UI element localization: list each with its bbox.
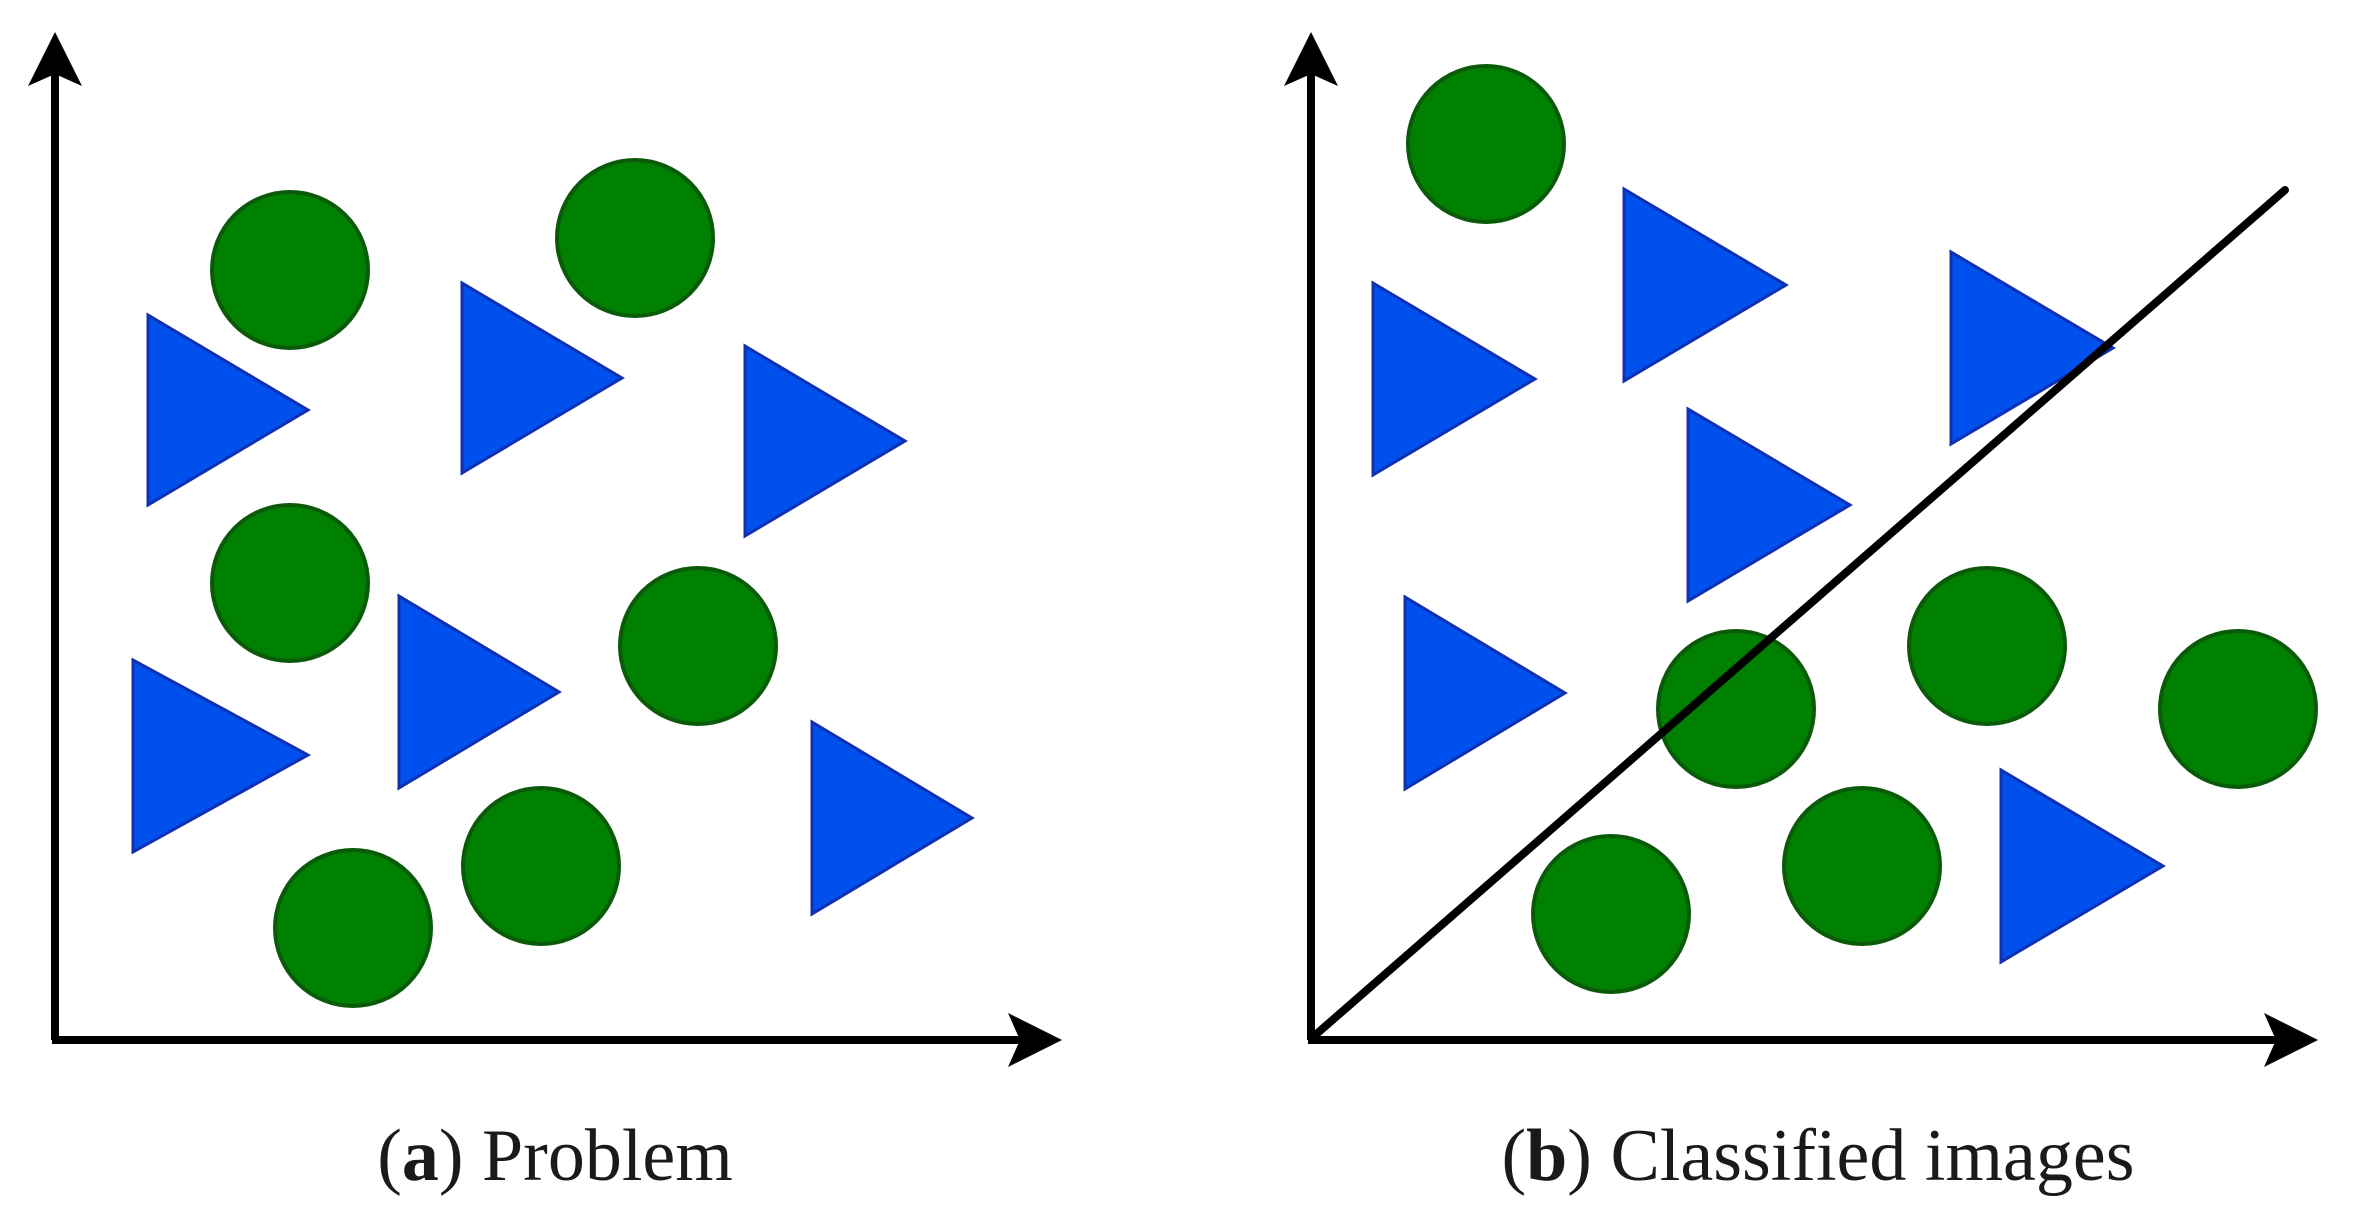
panel-a-triangle [397,593,562,791]
panel-b-circle [1656,629,1816,789]
panel-b-circle [1782,786,1942,946]
panel-b-x-axis-arrow [2264,1013,2318,1067]
panel-b-triangle [1622,186,1789,384]
panel-b-caption-letter: b [1526,1115,1567,1197]
panel-a: (a) Problem [28,32,1062,1197]
panel-b-triangle [1403,594,1568,792]
panel-a-triangles [131,280,975,917]
panel-a-circle [618,566,778,726]
panel-b-triangle [1949,249,2116,447]
panel-b-axes [1284,32,2318,1067]
panel-a-triangle [810,719,975,917]
panel-b-y-axis-arrow [1284,32,1338,86]
panel-a-y-axis-arrow [28,32,82,86]
panel-b-circles [1406,64,2318,994]
panel-a-triangle [743,343,908,539]
panel-b-caption-text: Classified images [1610,1115,2134,1197]
panel-a-circle [273,848,433,1008]
panel-a-caption: (a) Problem [377,1115,733,1197]
panel-a-circle [555,158,715,318]
panel-a-triangle [460,280,625,476]
panel-b-caption: (b) Classified images [1501,1115,2134,1197]
panel-b-circle [1907,566,2067,726]
panel-a-circle [210,190,370,350]
panel-b-triangles [1371,186,2166,965]
panel-b-triangle [1686,406,1853,604]
panel-b-circle [1531,834,1691,994]
panel-a-triangle [146,312,311,508]
panel-a-caption-text: Problem [482,1115,733,1197]
panel-a-x-axis-arrow [1008,1013,1062,1067]
panel-a-circle [210,503,370,663]
panel-a-axes [28,32,1062,1067]
panel-b-circle [2158,629,2318,789]
panel-b-decision-boundary [1309,186,2289,1041]
panel-b: (b) Classified images [1284,32,2318,1197]
panel-b-triangle [1999,767,2166,965]
panel-a-circles [210,158,778,1008]
panel-a-triangle [131,657,312,855]
panel-a-circle [461,786,621,946]
panel-b-circle [1406,64,1566,224]
panel-a-caption-letter: a [402,1115,439,1197]
panel-b-triangle [1371,280,1538,478]
